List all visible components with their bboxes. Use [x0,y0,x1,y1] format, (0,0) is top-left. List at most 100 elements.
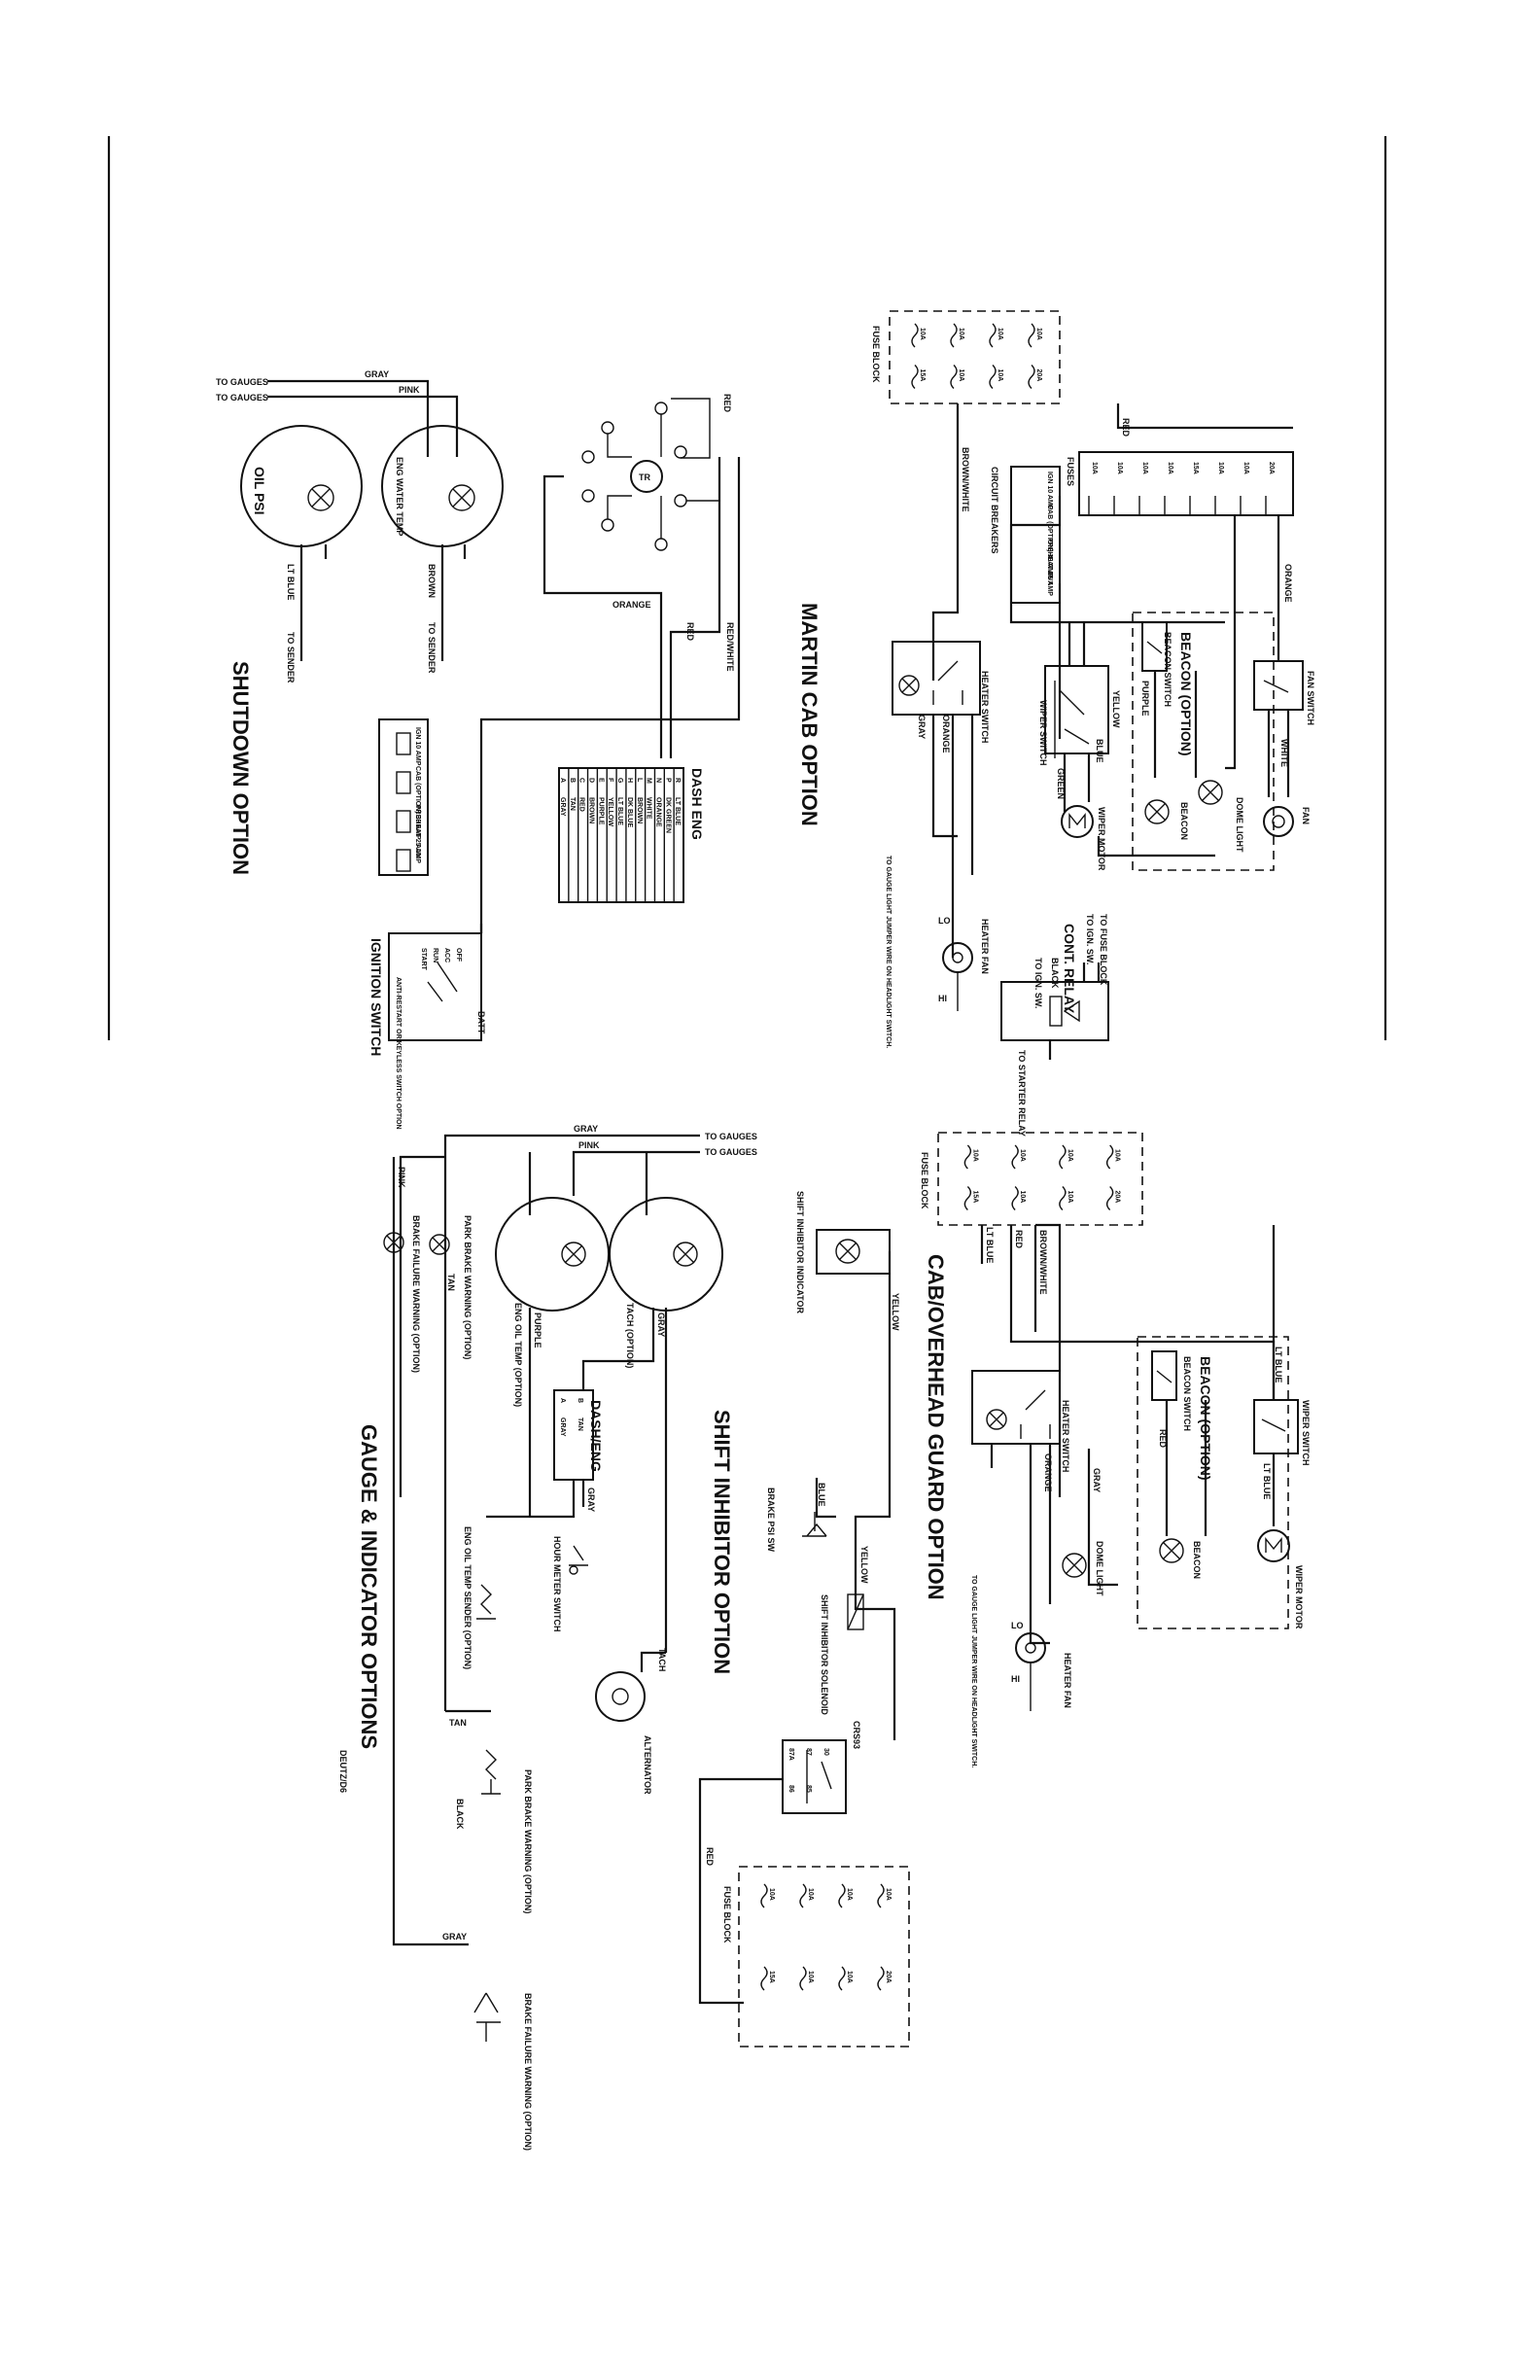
cab-label-brown-white: BROWN/WHITE [1038,1230,1048,1295]
gauge-wire-pink [572,1150,700,1196]
fuse-rating: 10A [1114,1149,1121,1162]
gauge-wire-gray-tach [581,1308,655,1390]
dash-row-wire: RED [578,797,585,812]
martin-label-blue: BLUE [1095,739,1104,763]
martin-fan-label: FAN [1301,807,1311,824]
gauge-label-gray-tach: GRAY [656,1312,666,1337]
park-brake-switch-icon [481,1749,501,1795]
gauge-label-pink: PINK [578,1140,600,1150]
dash-row-pin: H [626,778,633,783]
crs93-relay [782,1739,847,1814]
dash-row-pin: E [597,778,604,783]
shutdown-to-gauges-1: TO GAUGES [216,377,268,387]
dash-row-wire: LT BLUE [616,797,623,825]
water-temp-lamp-icon [448,484,475,511]
cab-beacon-red: RED [1158,1429,1168,1449]
martin-wire-gray [931,715,958,838]
shift-fuse-block-label: FUSE BLOCK [722,1886,732,1943]
dash-row-wire: ORANGE [654,797,661,827]
martin-lo: LO [938,916,951,926]
gauge-dash-pin: B [577,1398,583,1403]
martin-fuse-rating: 10A [1167,462,1173,474]
ignition-position: ACC [443,948,450,962]
ignition-position: RUN [432,948,438,962]
gauge-wire-brake-failure [392,1157,469,1946]
fuse-rating: 15A [971,1191,978,1204]
shift-label-red: RED [705,1847,715,1867]
label-red-white: RED/WHITE [725,622,735,672]
cab-wiper-lt-blue: LT BLUE [1274,1347,1283,1382]
martin-label-yellow: YELLOW [1111,690,1121,728]
martin-breaker-label: CAB (OPTION) 30 AMP [1046,505,1053,578]
shutdown-title: SHUTDOWN OPTION [228,661,253,875]
oil-psi-label: OIL PSI [252,467,267,515]
park-brake-black: BLACK [455,1799,465,1830]
park-brake-label: PARK BRAKE WARNING (OPTION) [523,1769,533,1913]
shutdown-to-gauges-2: TO GAUGES [216,393,268,402]
fuse-rating: 20A [1035,369,1042,382]
martin-beacon-wires [1153,671,1198,778]
fuse-element [911,323,919,389]
cab-lo: LO [1011,1621,1024,1630]
martin-fuse-rating: 10A [1091,462,1098,474]
fuse-rating: 10A [807,1971,814,1983]
fuse-rating: 10A [846,1971,853,1983]
fuse-rating: 15A [768,1971,775,1983]
cab-label-gray: GRAY [1092,1468,1102,1492]
martin-wiper-motor-icon [1061,805,1094,838]
cab-fuse-block-label: FUSE BLOCK [920,1152,929,1209]
shift-wire-yellow [854,1251,892,1536]
dash-row-pin: G [616,778,623,784]
shift-indicator-lamp-icon [835,1239,860,1264]
gauge-dash-gray: GRAY [586,1488,596,1512]
label-orange: ORANGE [612,600,651,610]
shift-label-blue: BLUE [817,1483,826,1507]
cab-overhead-section: CAB/OVERHEAD GUARD OPTION FUSE BLOCK 10A… [920,1132,1311,1768]
dash-eng-connector [558,767,684,903]
gauge-dash-wire: TAN [577,1418,583,1431]
tr-label: TR [639,472,650,482]
shift-solenoid-icon [847,1593,864,1630]
martin-fuse-block-label: FUSE BLOCK [871,326,881,383]
cab-beacon-lamp-icon [1159,1538,1184,1563]
cab-dome-light-label: DOME LIGHT [1095,1541,1104,1596]
breaker-label: IGN 10 AMP [414,727,421,766]
martin-wiper-switch [1044,665,1109,758]
martin-beacon-label: BEACON [1179,802,1189,840]
fuse-rating: 20A [1114,1191,1121,1204]
martin-wire-breaker [1009,496,1225,739]
shift-wire-red [698,1777,783,1944]
breaker-element [396,849,411,872]
fuse-rating: 10A [1067,1191,1073,1204]
martin-label-orange-2: ORANGE [1283,564,1293,603]
tach-gauge [609,1197,723,1312]
cab-beacon-switch-label: BEACON SWITCH [1182,1356,1192,1431]
shift-label-yellow-2: YELLOW [859,1546,869,1584]
dash-row-wire: DK BLUE [626,797,633,827]
dash-row-pin: C [578,778,585,783]
cab-heater-switch-label: HEATER SWITCH [1061,1400,1070,1472]
dash-row-wire: YELLOW [607,797,613,826]
dash-row-pin: L [636,778,643,783]
shift-wire-blue [815,1478,836,1519]
martin-dome-light-label: DOME LIGHT [1235,797,1244,853]
cab-heater-fan-label: HEATER FAN [1063,1653,1072,1708]
gauge-to-gauges-2: TO GAUGES [705,1147,757,1157]
cab-wire-red [1009,1225,1276,1400]
gauge-dash-eng-label: DASH/ENG [588,1400,604,1472]
martin-cont-relay-label: CONT. RELAY [1062,924,1077,1014]
cab-wiper-motor-icon [1257,1529,1290,1562]
label-brown: BROWN [427,564,437,598]
martin-hi: HI [938,994,947,1003]
cab-gauge-note: TO GAUGE LIGHT JUMPER WIRE ON HEADLIGHT … [970,1575,977,1768]
shift-indicator-label: SHIFT INHIBITOR INDICATOR [795,1191,805,1314]
martin-fuse-rating: 10A [1141,462,1148,474]
fuse-rating: 10A [1035,328,1042,340]
martin-circuit-breakers-label: CIRCUIT BREAKERS [990,467,999,554]
martin-label-gray: GRAY [917,715,927,739]
gauge-label-tan: TAN [446,1274,456,1291]
wire-red-dash [669,457,721,758]
